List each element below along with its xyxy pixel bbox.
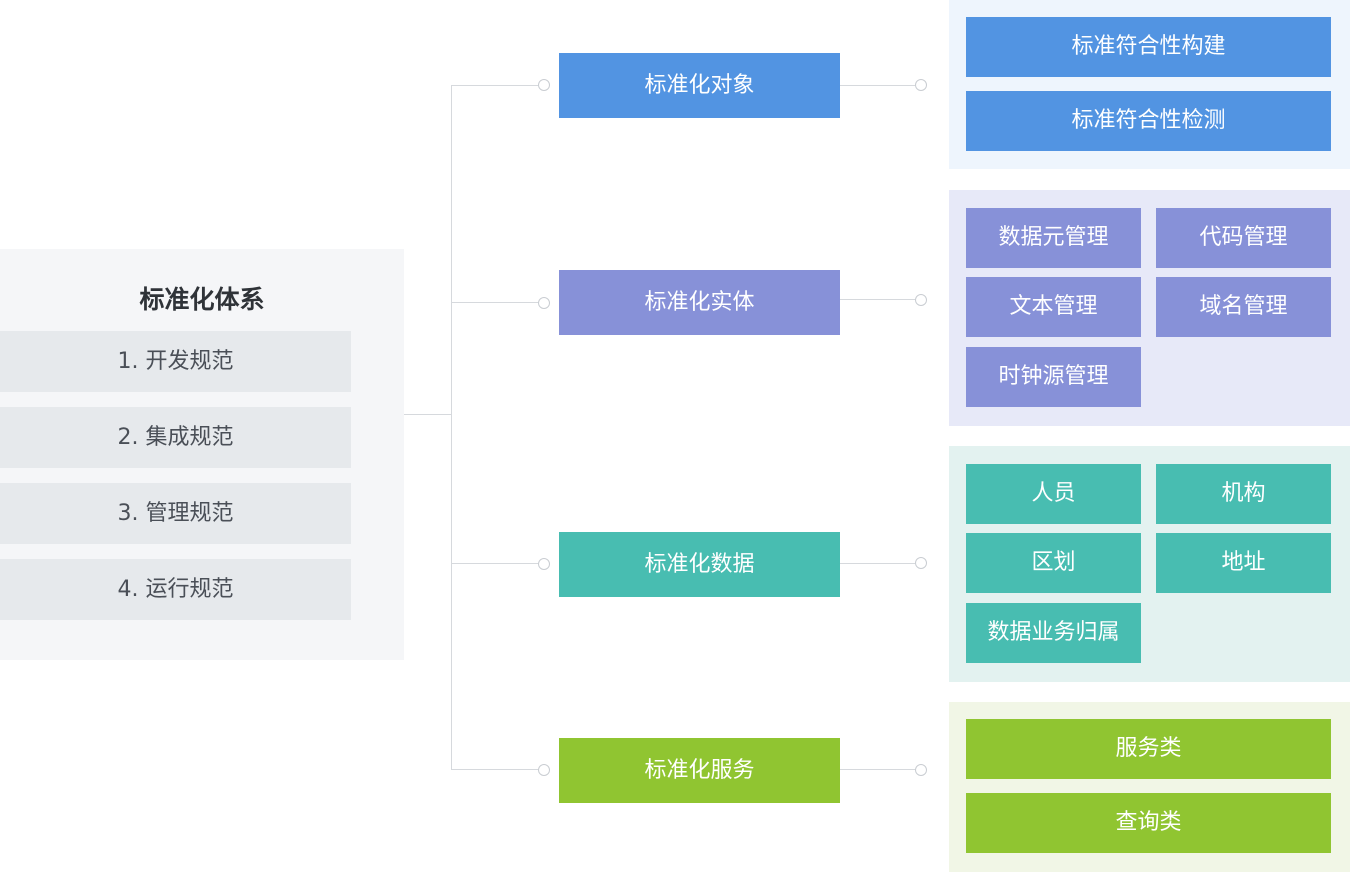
system-item-operation-spec[interactable]: 4. 运行规范	[0, 559, 351, 620]
connector-dot	[538, 558, 550, 570]
category-standard-object[interactable]: 标准化对象	[559, 53, 840, 118]
system-item-integration-spec[interactable]: 2. 集成规范	[0, 407, 351, 468]
system-item-dev-spec[interactable]: 1. 开发规范	[0, 331, 351, 392]
connector-dot	[915, 557, 927, 569]
item-domain-mgmt[interactable]: 域名管理	[1156, 277, 1331, 337]
connector-dot	[538, 297, 550, 309]
connector-dot	[915, 294, 927, 306]
item-service-type[interactable]: 服务类	[966, 719, 1331, 779]
item-conformance-test[interactable]: 标准符合性检测	[966, 91, 1331, 151]
item-organization[interactable]: 机构	[1156, 464, 1331, 524]
connector-dot	[915, 79, 927, 91]
connector-dot	[538, 764, 550, 776]
item-data-element-mgmt[interactable]: 数据元管理	[966, 208, 1141, 268]
system-item-management-spec[interactable]: 3. 管理规范	[0, 483, 351, 544]
item-code-mgmt[interactable]: 代码管理	[1156, 208, 1331, 268]
system-title: 标准化体系	[139, 285, 265, 314]
category-standard-service[interactable]: 标准化服务	[559, 738, 840, 803]
item-address[interactable]: 地址	[1156, 533, 1331, 593]
item-data-business-ownership[interactable]: 数据业务归属	[966, 603, 1141, 663]
item-personnel[interactable]: 人员	[966, 464, 1141, 524]
item-query-type[interactable]: 查询类	[966, 793, 1331, 853]
item-text-mgmt[interactable]: 文本管理	[966, 277, 1141, 337]
connector-dot	[915, 764, 927, 776]
category-standard-entity[interactable]: 标准化实体	[559, 270, 840, 335]
category-standard-data[interactable]: 标准化数据	[559, 532, 840, 597]
item-clock-source-mgmt[interactable]: 时钟源管理	[966, 347, 1141, 407]
connector-dot	[538, 79, 550, 91]
item-conformance-build[interactable]: 标准符合性构建	[966, 17, 1331, 77]
item-region[interactable]: 区划	[966, 533, 1141, 593]
